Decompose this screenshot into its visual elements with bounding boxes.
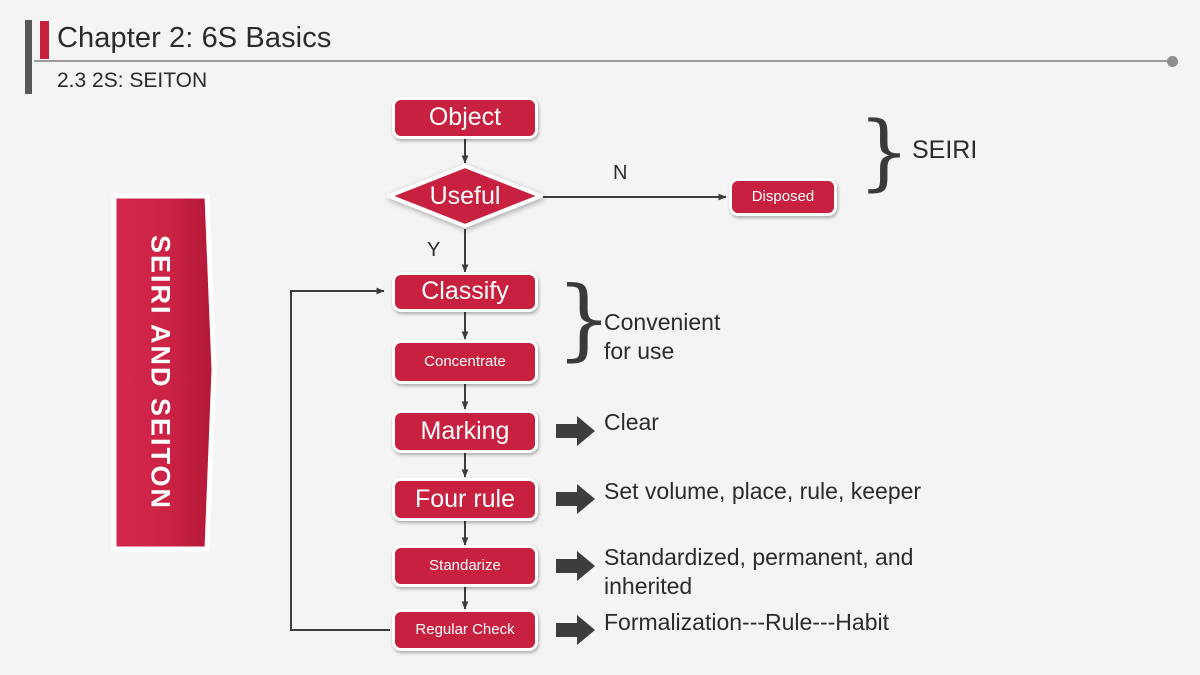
header-divider-line <box>34 60 1172 62</box>
flow-node-object[interactable]: Object <box>392 97 538 139</box>
flow-node-regular-check[interactable]: Regular Check <box>392 609 538 651</box>
annotation-standarize-line2: inherited <box>604 573 693 600</box>
annotation-convenient: Convenient for use <box>604 308 720 367</box>
flow-node-four-rule[interactable]: Four rule <box>392 478 538 521</box>
annotation-convenient-line2: for use <box>604 338 675 365</box>
annotation-standarize: Standardized, permanent, and inherited <box>604 543 913 602</box>
page-subtitle: 2.3 2S: SEITON <box>57 69 208 92</box>
annotation-convenient-line1: Convenient <box>604 309 721 335</box>
annotation-regular-check: Formalization---Rule---Habit <box>604 609 889 635</box>
flow-node-concentrate[interactable]: Concentrate <box>392 340 538 384</box>
header-accent-bar-red <box>40 21 49 59</box>
brace-convenient: } <box>556 267 612 370</box>
header-accent-bar-gray <box>25 20 32 94</box>
flow-node-useful[interactable]: Useful <box>386 163 544 229</box>
flow-node-standarize[interactable]: Standarize <box>392 545 538 587</box>
annotation-standarize-line1: Standardized, permanent, and <box>604 544 914 570</box>
annotation-seiri: SEIRI <box>912 136 978 164</box>
section-banner: SEIRI AND SEITON <box>108 190 220 555</box>
page-title: Chapter 2: 6S Basics <box>57 22 332 54</box>
block-arrow-right-icon-clear <box>556 415 596 447</box>
flow-node-classify[interactable]: Classify <box>392 272 538 312</box>
block-arrow-right-icon-four-rule <box>556 483 596 515</box>
annotation-clear: Clear <box>604 409 659 435</box>
header-divider-dot <box>1167 56 1178 67</box>
annotation-four-rule: Set volume, place, rule, keeper <box>604 478 922 504</box>
edge-label-yes: Y <box>427 239 441 261</box>
flow-node-disposed[interactable]: Disposed <box>729 178 837 216</box>
brace-seiri: } <box>858 105 911 200</box>
edge-label-no: N <box>613 162 628 184</box>
block-arrow-right-icon-regular-check <box>556 614 596 646</box>
block-arrow-right-icon-standarize <box>556 550 596 582</box>
flow-node-marking[interactable]: Marking <box>392 410 538 453</box>
